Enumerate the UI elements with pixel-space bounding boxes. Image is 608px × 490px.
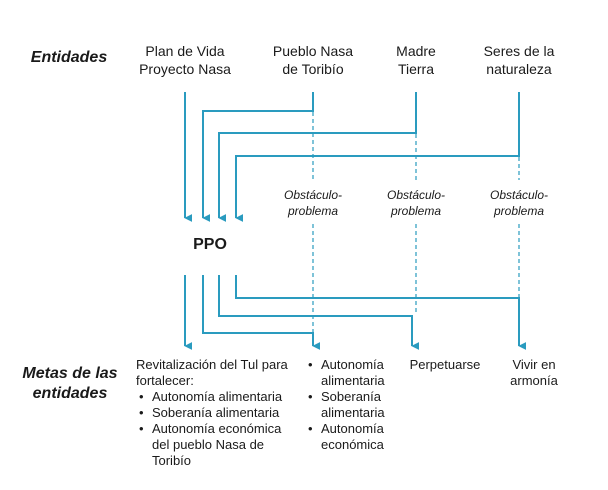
list-item: Autonomía económica: [305, 421, 405, 453]
entity-pueblo-nasa: Pueblo Nasa de Toribío: [272, 43, 354, 77]
row-label-goals: Metas de las entidades: [22, 365, 118, 402]
link-madretierra-ppo: [218, 92, 417, 222]
goal-col-1: Revitalización del Tul para fortalecer: …: [136, 357, 316, 469]
link-ppo-goal2: [202, 275, 321, 350]
goal-col-1-list: Autonomía alimentaria Soberanía alimenta…: [136, 389, 316, 469]
row-label-entities: Entidades: [30, 49, 108, 66]
list-item: Autonomía alimentaria: [305, 357, 405, 389]
link-ppo-goal3: [218, 275, 420, 350]
list-item: Soberanía alimentaria: [305, 389, 405, 421]
link-ppo-goal4: [235, 275, 527, 350]
obstacle-madre: Obstáculo- problema: [371, 187, 461, 219]
link-pueblo-ppo: [202, 92, 314, 222]
goal-col-2: Autonomía alimentaria Soberanía alimenta…: [305, 357, 405, 453]
obstacle-pueblo: Obstáculo- problema: [268, 187, 358, 219]
entity-seres-naturaleza: Seres de la naturaleza: [483, 43, 555, 77]
entity-madre-tierra: Madre Tierra: [396, 43, 436, 77]
link-seres-ppo: [235, 92, 520, 222]
goal-col-4: Vivir en armonía: [510, 357, 558, 388]
entity-plan-de-vida: Plan de Vida Proyecto Nasa: [139, 43, 231, 77]
list-item: Soberanía alimentaria: [136, 405, 316, 421]
goal-col-2-list: Autonomía alimentaria Soberanía alimenta…: [305, 357, 405, 453]
ppo-node: PPO: [193, 236, 227, 253]
list-item: Autonomía económica del pueblo Nasa de T…: [136, 421, 316, 469]
goal-col-3: Perpetuarse: [409, 357, 481, 372]
obstacle-seres: Obstáculo- problema: [474, 187, 564, 219]
list-item: Autonomía alimentaria: [136, 389, 316, 405]
